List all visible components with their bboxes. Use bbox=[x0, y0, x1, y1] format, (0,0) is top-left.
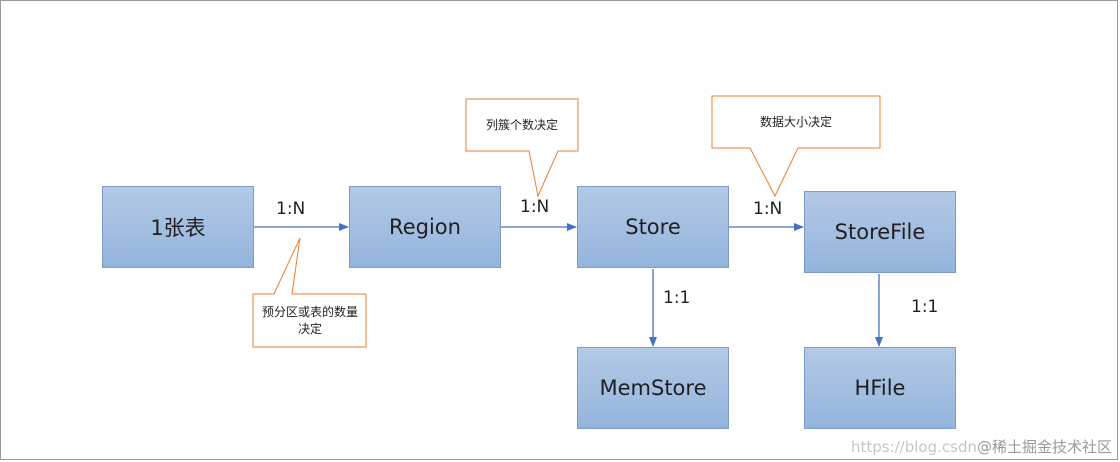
watermark: https://blog.csdn@稀土掘金技术社区 bbox=[851, 436, 1112, 457]
callout-presplit-shape bbox=[252, 237, 367, 348]
label-region-store: 1:N bbox=[520, 197, 550, 217]
callout-presplit: 预分区或表的数量决定 bbox=[262, 304, 359, 336]
watermark-site: @稀土掘金技术社区 bbox=[976, 438, 1112, 456]
node-hfile: HFile bbox=[804, 347, 956, 429]
node-table: 1张表 bbox=[102, 186, 254, 268]
node-memstore: MemStore bbox=[577, 347, 729, 429]
label-store-memstore: 1:1 bbox=[663, 288, 691, 308]
callout-column-families: 列簇个数决定 bbox=[485, 117, 558, 132]
node-region: Region bbox=[349, 186, 501, 268]
label-table-region: 1:N bbox=[276, 199, 306, 219]
watermark-url: https://blog.csdn bbox=[850, 438, 977, 456]
callout-data-size-shape bbox=[711, 95, 881, 198]
callout-data-size: 数据大小决定 bbox=[759, 114, 832, 129]
callout-column-families-shape bbox=[465, 98, 579, 198]
label-storefile-hfile: 1:1 bbox=[911, 297, 939, 317]
node-storefile: StoreFile bbox=[804, 191, 956, 273]
label-store-storefile: 1:N bbox=[753, 199, 783, 219]
node-store: Store bbox=[577, 186, 729, 268]
